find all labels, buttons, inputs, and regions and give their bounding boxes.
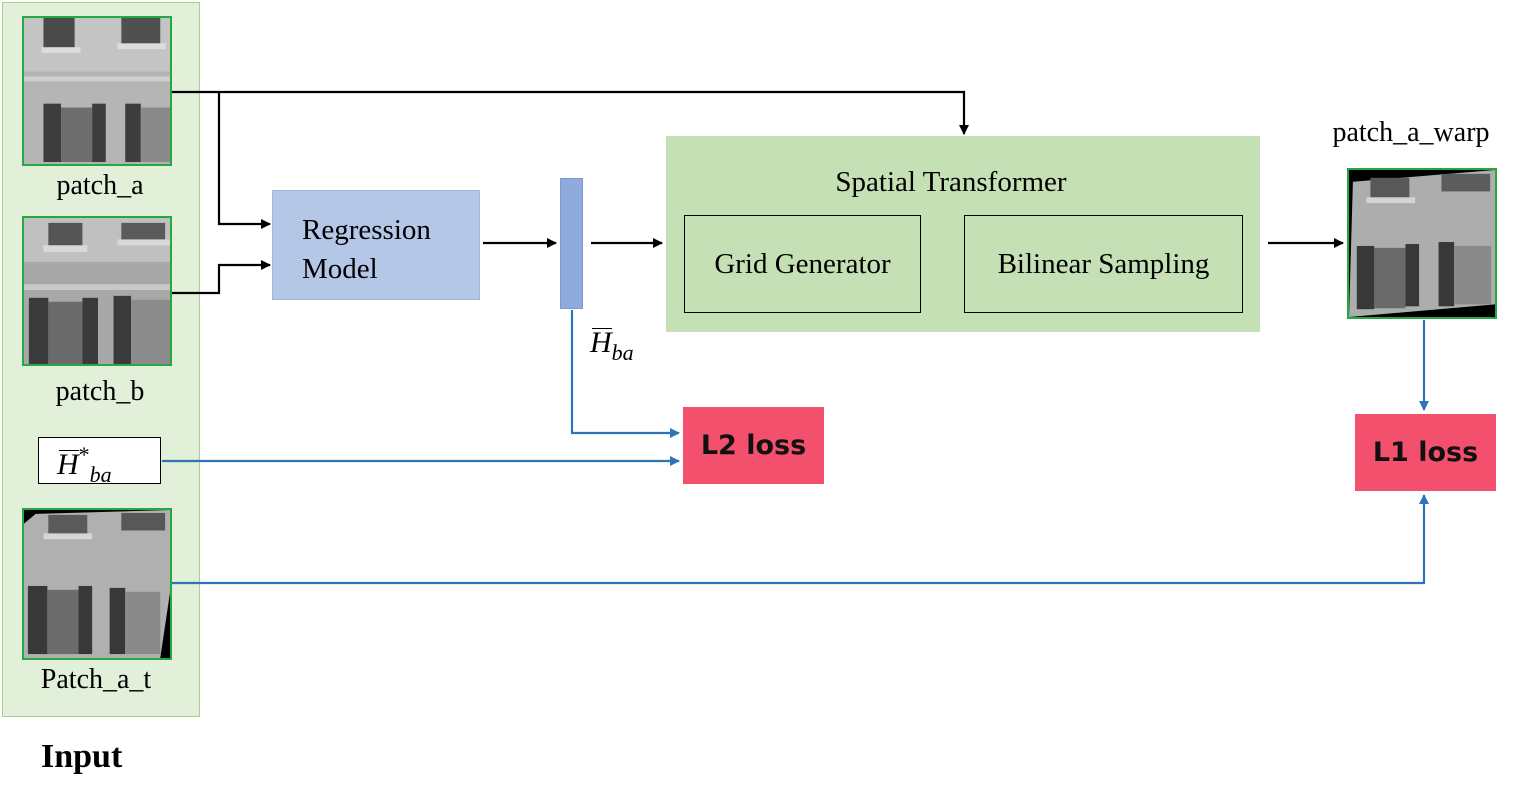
predicted-homography-symbol: Hba [590, 326, 634, 365]
bilinear-sampling-box: Bilinear Sampling [964, 215, 1243, 313]
building-photo-icon [24, 18, 170, 164]
l2-loss-box: L2 loss [683, 407, 824, 484]
patch-a-t-image [22, 508, 172, 660]
homography-vector [560, 178, 583, 309]
ground-truth-homography-symbol: H*ba [57, 442, 112, 487]
regression-model-box: Regression Model [272, 190, 480, 300]
patch-a-label: patch_a [56, 170, 144, 201]
patch-a-warp-label: patch_a_warp [1332, 117, 1490, 148]
spatial-transformer-title: Spatial Transformer [835, 166, 1067, 198]
building-photo-icon [24, 218, 170, 364]
patch-a-image [22, 16, 172, 166]
arrow-patch-a-to-regression [217, 92, 271, 229]
regression-model-label-line1: Regression [302, 214, 431, 246]
ground-truth-homography-box: H*ba [38, 437, 161, 487]
input-title: Input [41, 738, 123, 775]
spatial-transformer-box [666, 136, 1260, 332]
patch-a-t-label: Patch_a_t [40, 664, 152, 695]
warped-building-photo-icon [24, 510, 170, 658]
patch-b-image [22, 216, 172, 366]
patch-a-warp-image [1347, 168, 1497, 319]
arrow-patch-a-t-to-l1 [172, 494, 1429, 585]
patch-b-label: patch_b [55, 376, 145, 407]
grid-generator-box: Grid Generator [684, 215, 921, 313]
regression-model-label-line2: Model [302, 253, 378, 285]
l1-loss-box: L1 loss [1355, 414, 1496, 491]
warped-output-photo-icon [1349, 170, 1495, 317]
arrow-patch-a-to-transformer [172, 90, 969, 135]
